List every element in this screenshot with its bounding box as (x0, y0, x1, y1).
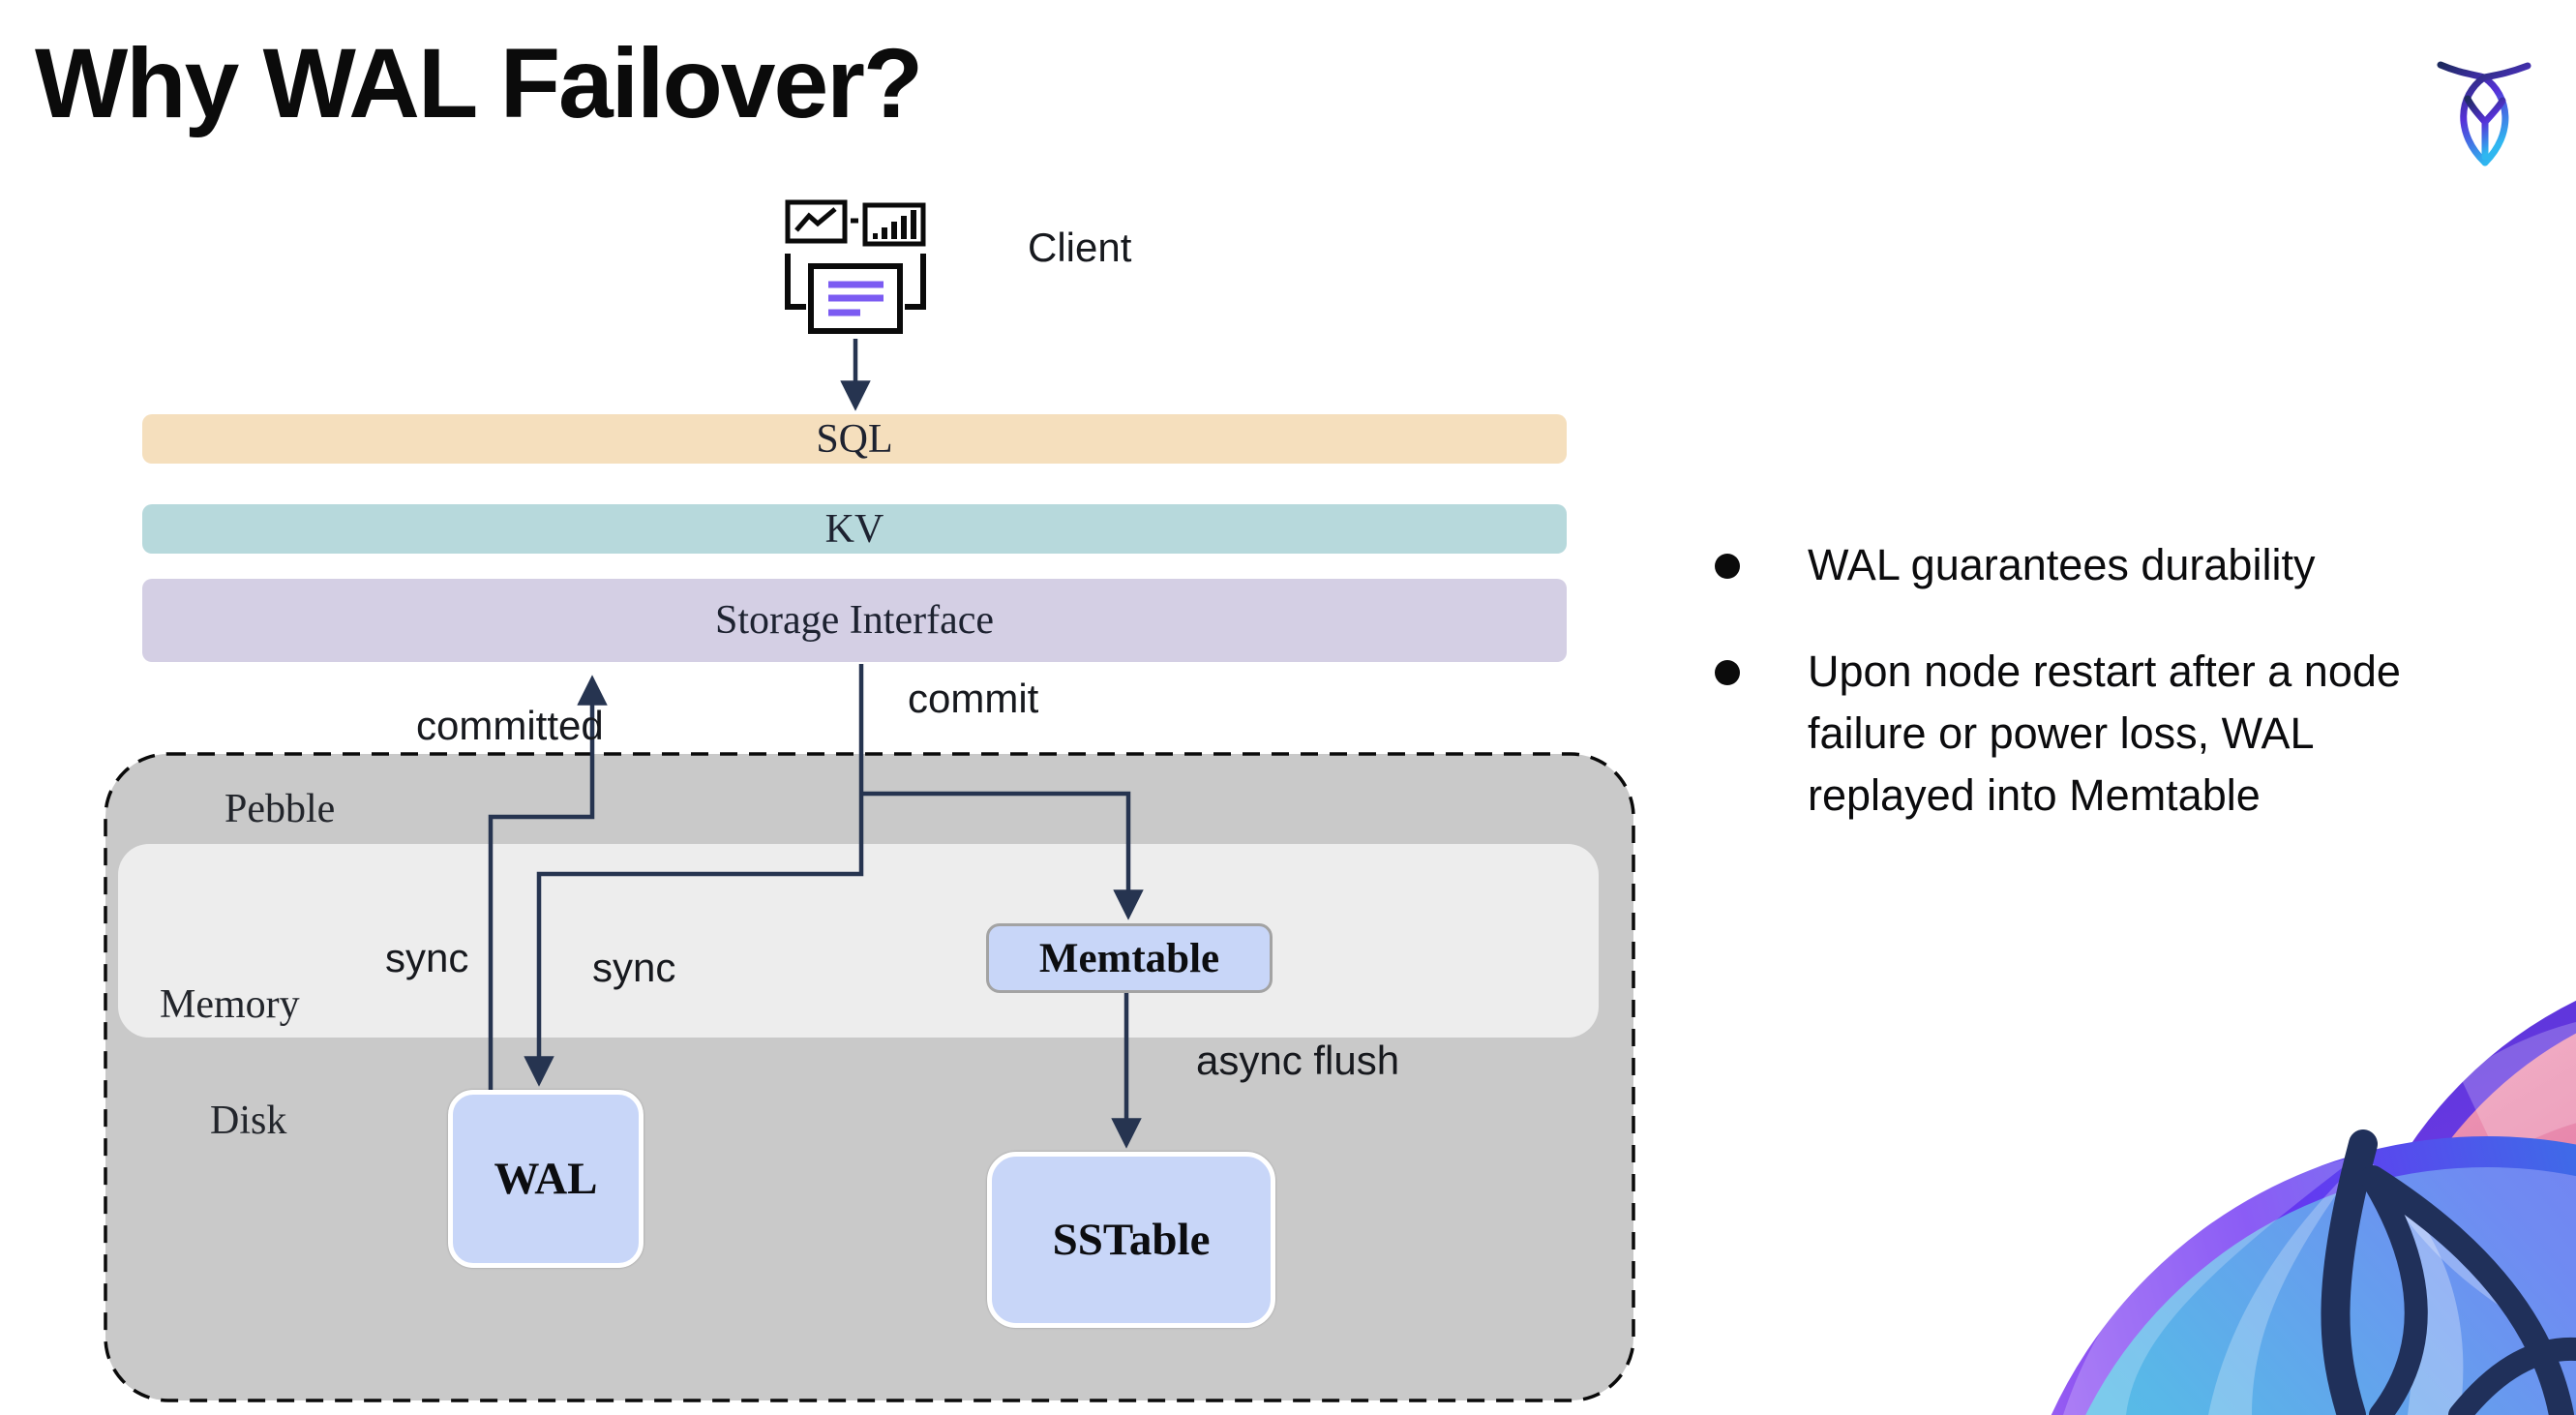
wal-label: WAL (494, 1154, 598, 1204)
bullet-text: Upon node restart after a node failure o… (1808, 647, 2401, 820)
wal-box: WAL (448, 1090, 644, 1268)
edge-label-sync-right: sync (592, 945, 676, 990)
layer-storage-interface-label: Storage Interface (715, 598, 994, 643)
layer-sql-label: SQL (816, 416, 893, 462)
edge-label-committed: committed (416, 703, 604, 748)
edge-label-commit: commit (908, 676, 1039, 721)
bullet-text: WAL guarantees durability (1808, 540, 2316, 589)
bullet-dot-icon (1715, 660, 1740, 685)
art-pink-highlight (2460, 1022, 2576, 1159)
art-leaf-bottom (2448, 1337, 2576, 1415)
layer-storage-interface: Storage Interface (142, 579, 1567, 662)
memtable-box: Memtable (986, 923, 1273, 993)
sstable-label: SSTable (1052, 1215, 1211, 1265)
edge-commit-to-wal (524, 664, 864, 1087)
art-petal-left (2063, 1156, 2358, 1415)
client-label: Client (1028, 225, 1132, 270)
art-leaf-outer (2360, 1165, 2574, 1415)
art-blue-rim (2051, 1136, 2576, 1415)
layer-sql: SQL (142, 414, 1567, 464)
list-item: Upon node restart after a node failure o… (1715, 641, 2489, 827)
memory-label: Memory (160, 982, 300, 1027)
bullet-list: WAL guarantees durability Upon node rest… (1715, 534, 2489, 871)
art-petal-mid (2208, 1159, 2361, 1415)
list-item: WAL guarantees durability (1715, 534, 2489, 596)
disk-label: Disk (210, 1099, 287, 1143)
art-body-stem (2321, 1129, 2378, 1415)
pebble-label: Pebble (225, 787, 336, 831)
bullet-dot-icon (1715, 554, 1740, 579)
edge-label-sync-left: sync (385, 935, 469, 980)
layer-kv-label: KV (824, 506, 884, 552)
memtable-label: Memtable (1038, 935, 1220, 981)
edge-committed (488, 675, 608, 1090)
art-blue-circle (2068, 1152, 2576, 1415)
edge-commit-to-memtable (861, 791, 1144, 920)
decorative-cockroach-art (2051, 1001, 2576, 1415)
art-leaf-inner (2363, 1171, 2428, 1415)
edge-label-async-flush: async flush (1196, 1038, 1400, 1083)
layer-kv: KV (142, 504, 1567, 554)
sstable-box: SSTable (987, 1152, 1275, 1328)
cockroachdb-logo-icon (2437, 61, 2531, 166)
client-monitors-icon (785, 199, 926, 334)
page-title: Why WAL Failover? (35, 28, 923, 138)
